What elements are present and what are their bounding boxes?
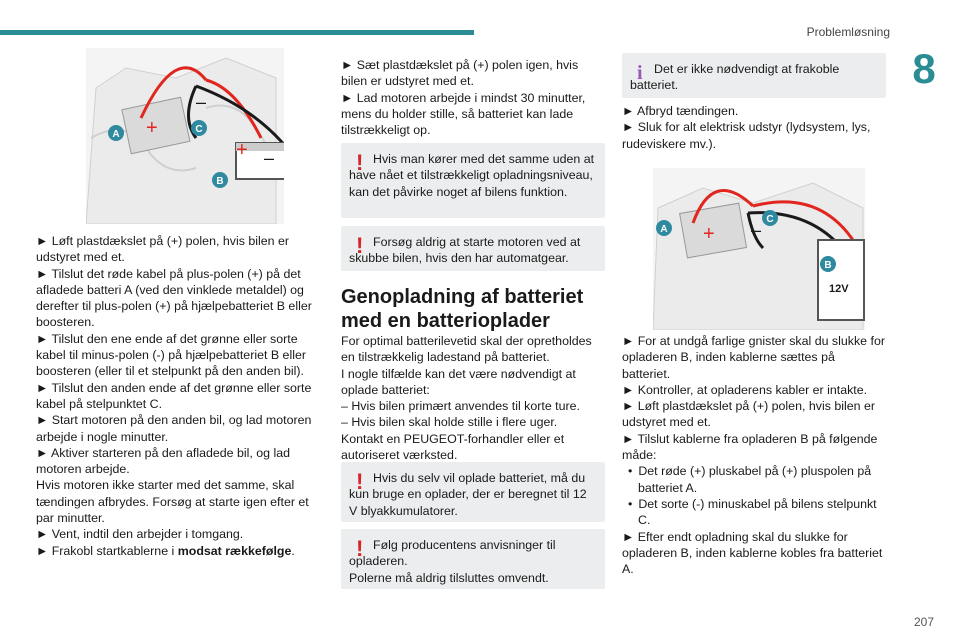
column-2-intro: ► Sæt plastdækslet på (+) polen igen, hv… <box>341 57 605 138</box>
label-b: B <box>824 260 831 271</box>
plus-sign: + <box>703 223 715 245</box>
warning-text: Hvis du selv vil oplade batteriet, må du… <box>349 471 587 518</box>
text-run: . <box>291 543 295 558</box>
paragraph: ► Afbryd tændingen. <box>622 104 739 118</box>
charger-illustration: A C B 12V + – <box>653 168 865 330</box>
paragraph: – Hvis bilen skal holde stille i flere u… <box>341 415 558 430</box>
paragraph: ► Tilslut den anden ende af det grønne e… <box>36 380 312 411</box>
paragraph: ► Efter endt opladning skal du slukke fo… <box>622 529 883 577</box>
emphasis: modsat rækkefølge <box>177 543 292 558</box>
paragraph: – Hvis bilen primært anvendes til korte … <box>341 399 580 414</box>
paragraph: ► Lad motoren arbejde i mindst 30 minutt… <box>341 90 586 138</box>
paragraph: ► Sluk for alt elektrisk udstyr (lydsyst… <box>622 120 871 151</box>
paragraph: ► Vent, indtil den arbejder i tomgang. <box>36 527 244 542</box>
minus-sign: – <box>264 148 274 168</box>
paragraph: ► Aktiver starteren på den afladede bil,… <box>36 445 291 477</box>
paragraph: ► Tilslut kablerne fra opladeren B på fø… <box>622 431 878 463</box>
jump-start-illustration: A C B + + – – <box>86 48 284 224</box>
exclamation-icon: ! <box>356 233 364 258</box>
paragraph: Kontakt en PEUGEOT-forhandler eller et a… <box>341 431 565 463</box>
paragraph: ► Tilslut det røde kabel på plus-polen (… <box>36 266 312 330</box>
column-3-body: ► For at undgå farlige gnister skal du s… <box>622 333 886 577</box>
label-a: A <box>112 129 119 140</box>
paragraph: For optimal batterilevetid skal der opre… <box>341 334 592 365</box>
exclamation-icon: ! <box>356 150 364 175</box>
sub-item: Det sorte (-) minuskabel på bilens stelp… <box>622 496 886 529</box>
plus-sign: + <box>236 139 248 161</box>
text-run: ► Frakobl startkablerne i <box>36 543 178 558</box>
warning-box: ! Forsøg aldrig at starte motoren ved at… <box>341 226 605 271</box>
warning-text: Forsøg aldrig at starte motoren ved at s… <box>349 235 581 266</box>
label-a: A <box>660 224 667 235</box>
exclamation-icon: ! <box>356 469 364 494</box>
label-c: C <box>766 214 773 225</box>
warning-box: ! Følg producentens anvisninger til opla… <box>341 529 605 589</box>
sub-item: Det røde (+) pluskabel på (+) pluspolen … <box>622 463 886 496</box>
warning-text: Hvis man kører med det samme uden at hav… <box>349 152 595 199</box>
chapter-number: 8 <box>912 45 936 92</box>
label-b: B <box>216 176 223 187</box>
plus-sign: + <box>146 117 158 139</box>
exclamation-icon: ! <box>356 536 364 561</box>
paragraph: ► Løft plastdækslet på (+) polen, hvis b… <box>622 399 875 430</box>
paragraph: ► Frakobl startkablerne i modsat rækkefø… <box>36 543 322 559</box>
paragraph: ► Kontroller, at opladerens kabler er in… <box>622 382 868 397</box>
paragraph: ► Sæt plastdækslet på (+) polen igen, hv… <box>341 58 579 89</box>
column-2-body: For optimal batterilevetid skal der opre… <box>341 333 607 463</box>
column-3-intro: ► Afbryd tændingen. ► Sluk for alt elekt… <box>622 103 886 152</box>
header-accent-bar <box>0 30 474 35</box>
warning-text: Polerne må aldrig tilsluttes omvendt. <box>349 570 549 585</box>
paragraph: ► For at undgå farlige gnister skal du s… <box>622 334 885 381</box>
minus-sign: – <box>196 92 206 112</box>
warning-box: ! Hvis man kører med det samme uden at h… <box>341 143 605 218</box>
page-number: 207 <box>913 615 934 629</box>
minus-sign: – <box>751 220 761 240</box>
info-box: i Det er ikke nødvendigt at frakoble bat… <box>622 53 886 98</box>
paragraph: ► Tilslut den ene ende af det grønne ell… <box>36 331 306 379</box>
info-text: Det er ikke nødvendigt at frakoble batte… <box>630 62 840 93</box>
paragraph: I nogle tilfælde kan det være nødvendigt… <box>341 366 576 397</box>
section-title: Problemløsning <box>806 25 890 39</box>
paragraph: ► Start motoren på den anden bil, og lad… <box>36 413 312 444</box>
warning-box: ! Hvis du selv vil oplade batteriet, må … <box>341 462 605 522</box>
section-heading: Genopladning af batteriet med en batteri… <box>341 286 584 332</box>
warning-text: Følg producentens anvisninger til oplade… <box>349 538 556 569</box>
voltage-label: 12V <box>829 283 849 295</box>
info-icon: i <box>637 62 643 84</box>
column-1-text: ► Løft plastdækslet på (+) polen, hvis b… <box>36 233 322 559</box>
label-c: C <box>195 124 202 135</box>
paragraph: Hvis motoren ikke starter med det samme,… <box>36 478 309 526</box>
paragraph: ► Løft plastdækslet på (+) polen, hvis b… <box>36 234 289 265</box>
